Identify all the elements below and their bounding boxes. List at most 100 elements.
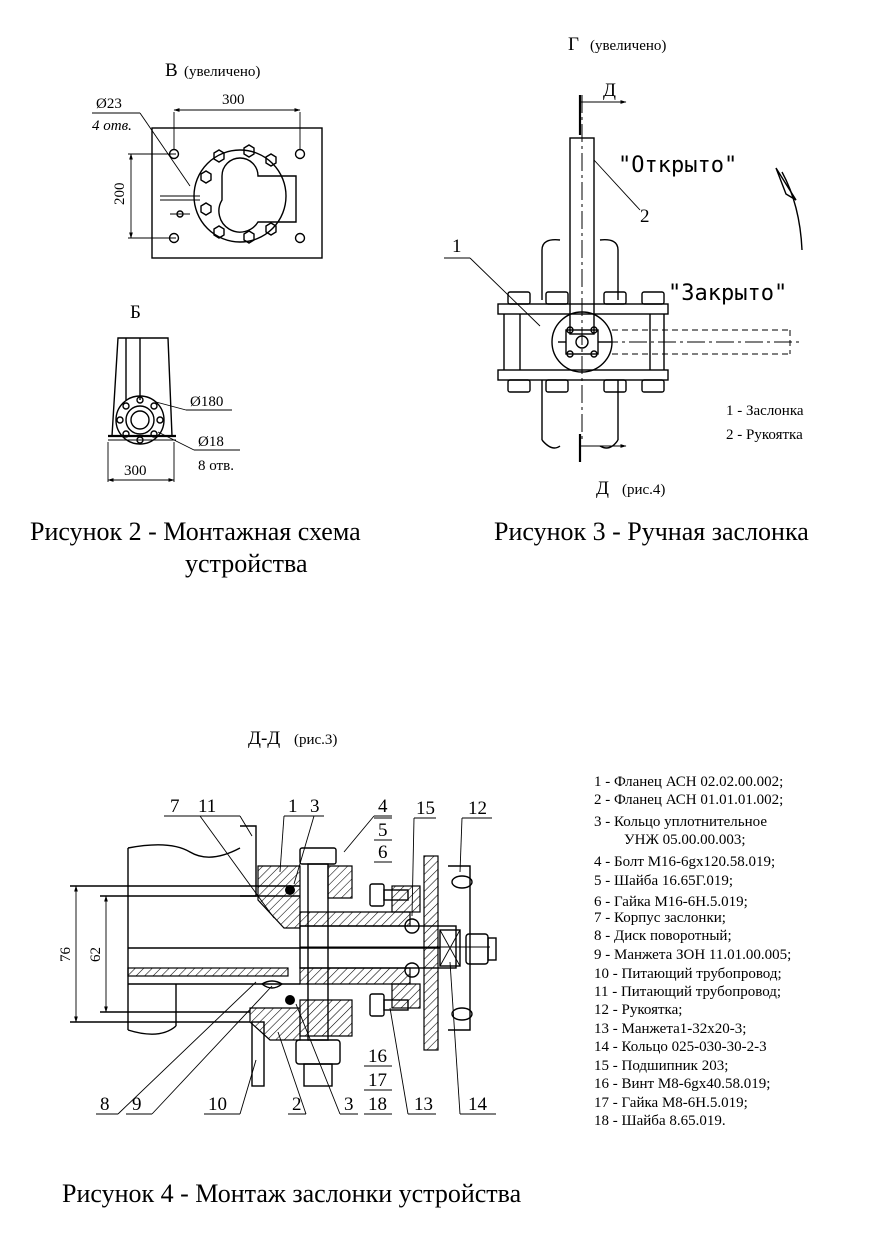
fig4-callout-4: 4 xyxy=(378,796,388,817)
part-3: 3 - Кольцо уплотнительное xyxy=(594,814,767,830)
mounting-plate xyxy=(151,127,323,259)
fig3-callout-1: 1 xyxy=(452,236,462,257)
flange-bolt-holes xyxy=(116,396,164,444)
cuff-9 xyxy=(261,980,284,989)
flange-bottom xyxy=(497,369,669,381)
fig4-callout-15: 15 xyxy=(416,798,435,819)
closed-label: "Закрыто" xyxy=(668,281,787,306)
fig4-callout-8: 8 xyxy=(100,1094,110,1115)
fig4-callout-18: 18 xyxy=(368,1094,387,1115)
part-4: 4 - Болт М16-6gх120.58.019; xyxy=(594,854,775,870)
parts-list: 1 - Фланец АСН 02.02.00.002; 2 - Фланец … xyxy=(594,774,791,1129)
view-v-title: В xyxy=(165,60,178,81)
part-8: 8 - Диск поворотный; xyxy=(594,928,732,944)
nut-6 xyxy=(295,1039,341,1065)
screw-16-top xyxy=(369,883,385,907)
dim-300-top: 300 xyxy=(222,92,245,108)
pipe-11-wall xyxy=(240,825,257,897)
fig4-callout-3: 3 xyxy=(310,796,320,817)
part-13: 13 - Манжета1-32х20-3; xyxy=(594,1021,746,1037)
view-b-title: Б xyxy=(130,302,141,323)
hole-diameter: Ø23 xyxy=(96,96,122,112)
cover-13 xyxy=(423,855,439,1051)
fig3-caption: Рисунок 3 - Ручная заслонка xyxy=(494,517,809,546)
fig4-callout-11: 11 xyxy=(198,796,216,817)
fig3-view-g: Г (увеличено) Д xyxy=(444,34,804,499)
corner-hole xyxy=(168,232,180,244)
fig4-callout-6: 6 xyxy=(378,842,388,863)
pipe-break-top xyxy=(127,844,241,858)
seal-ring-bottom xyxy=(285,995,295,1005)
view-v-note: (увеличено) xyxy=(184,64,260,80)
fig4-callout-5: 5 xyxy=(378,820,388,841)
fig4-callout-12: 12 xyxy=(468,798,487,819)
section-title: Д-Д xyxy=(248,728,280,749)
hole-count: 4 отв. xyxy=(92,118,132,134)
part-18: 18 - Шайба 8.65.019. xyxy=(594,1113,726,1129)
handle-12 xyxy=(448,865,471,1031)
corner-hole xyxy=(294,148,306,160)
view-g-note: (увеличено) xyxy=(590,38,666,54)
section-ref: (рис.3) xyxy=(294,732,337,748)
fig4-callout-14: 14 xyxy=(468,1094,488,1115)
part-6: 6 - Гайка М16-6Н.5.019; xyxy=(594,894,748,910)
flange-outer xyxy=(115,395,165,445)
part-9: 9 - Манжета ЗОН 11.01.00.005; xyxy=(594,947,791,963)
fig4-callout-9: 9 xyxy=(132,1094,142,1115)
fig4-callout-2: 2 xyxy=(292,1094,302,1115)
pipe-10-wall xyxy=(251,1021,265,1087)
part-1: 1 - Фланец АСН 02.02.00.002; xyxy=(594,774,783,790)
part-11: 11 - Питающий трубопровод; xyxy=(594,984,781,1000)
part-16: 16 - Винт М8-6gх40.58.019; xyxy=(594,1076,770,1092)
disc-8 xyxy=(127,967,289,977)
part-14: 14 - Кольцо 025-030-30-2-3 xyxy=(594,1039,767,1055)
fig4-section: Д-Д (рис.3) 76 62 xyxy=(58,728,791,1129)
fig3-callout-2: 2 xyxy=(640,206,650,227)
flange-bolts xyxy=(200,144,277,244)
fig2-view-v: В (увеличено) 300 200 Ø23 4 отв. xyxy=(92,60,323,259)
dim-300-bottom: 300 xyxy=(124,463,147,479)
bolt-head xyxy=(299,847,337,865)
fig4-callout-7: 7 xyxy=(170,796,180,817)
dim-180: Ø180 xyxy=(190,394,223,410)
flange-circle xyxy=(193,149,287,243)
fig3-legend-1: 1 - Заслонка xyxy=(726,403,804,419)
part-7: 7 - Корпус заслонки; xyxy=(594,910,726,926)
fig2-view-b: Б Ø180 Ø18 8 отв. 300 xyxy=(107,302,240,482)
section-d-bottom: Д xyxy=(596,478,609,499)
dim-76: 76 xyxy=(58,947,74,963)
rotation-arrow xyxy=(781,171,803,251)
pipe-top xyxy=(541,239,561,251)
fig4-callout-1: 1 xyxy=(288,796,298,817)
part-17: 17 - Гайка М8-6Н.5.019; xyxy=(594,1095,748,1111)
corner-hole xyxy=(294,232,306,244)
part-2: 2 - Фланец АСН 01.01.01.002; xyxy=(594,792,783,808)
fig2-caption-line1: Рисунок 2 - Монтажная схема xyxy=(30,517,361,546)
part-3-cont: УНЖ 05.00.00.003; xyxy=(624,832,746,848)
part-15: 15 - Подшипник 203; xyxy=(594,1058,728,1074)
fig4-callout-17: 17 xyxy=(368,1070,387,1091)
fig4-callout-16: 16 xyxy=(368,1046,387,1067)
dim-62: 62 xyxy=(88,947,104,962)
flange-1 xyxy=(257,865,301,929)
dim-200: 200 xyxy=(112,183,128,206)
part-5: 5 - Шайба 16.65Г.019; xyxy=(594,873,733,889)
flange-2 xyxy=(249,1007,301,1041)
screw-16-bottom xyxy=(369,993,385,1017)
dim-18: Ø18 xyxy=(198,434,224,450)
ring-14 xyxy=(439,929,461,967)
flange-top xyxy=(497,303,669,315)
section-d-ref: (рис.4) xyxy=(622,482,665,498)
seal-ring-top xyxy=(285,885,295,895)
open-label: "Открыто" xyxy=(618,153,737,178)
housing-7 xyxy=(327,865,353,899)
corner-hole xyxy=(168,148,180,160)
handle-closed-position xyxy=(600,329,800,355)
fig4-callout-3b: 3 xyxy=(344,1094,354,1115)
holes-8: 8 отв. xyxy=(198,458,234,474)
part-10: 10 - Питающий трубопровод; xyxy=(594,966,782,982)
section-d-top: Д xyxy=(603,80,616,101)
part-12: 12 - Рукоятка; xyxy=(594,1002,682,1018)
flange-nuts xyxy=(507,291,665,393)
